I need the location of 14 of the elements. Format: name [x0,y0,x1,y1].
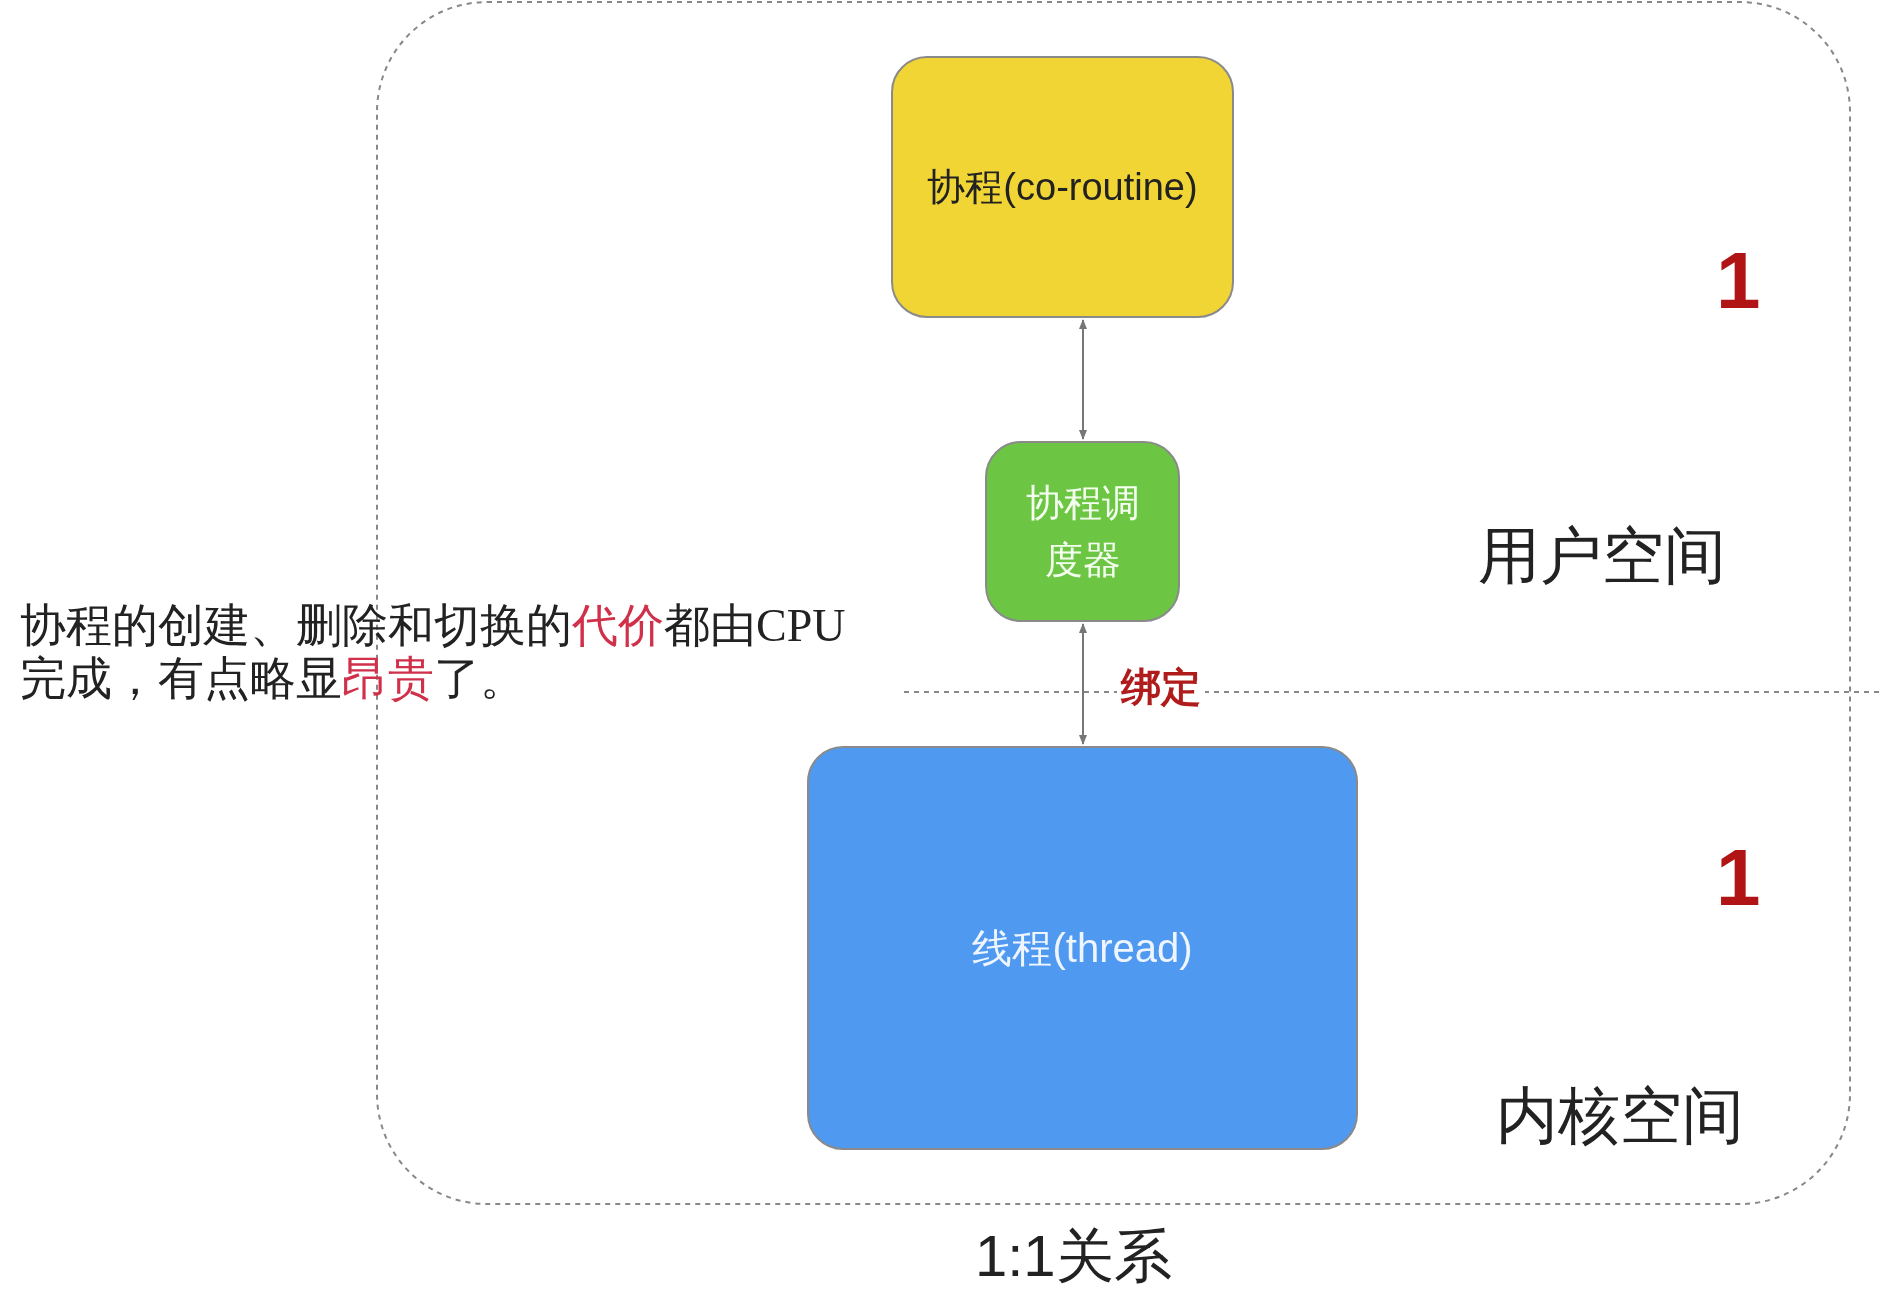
double-arrow [1079,319,1087,440]
process-box [985,441,1180,622]
callout-number: 1 [1716,832,1761,924]
process-box [891,56,1234,318]
process-box [807,746,1358,1150]
node-text: 协程调度器 [1024,480,1141,583]
callout-number: 1 [1716,235,1761,327]
region-label: 内核空间 [1496,1080,1744,1152]
caption: 1:1关系 [975,1222,1172,1290]
node-text: 协程(co-routine) [927,164,1198,210]
note-text: 协程的创建、删除和切换的代价都由CPU完成，有点略显昂贵了。 [20,600,847,706]
double-arrow [1079,623,1087,745]
region-label: 用户空间 [1478,520,1726,592]
node-text: 线程(thread) [972,925,1193,972]
